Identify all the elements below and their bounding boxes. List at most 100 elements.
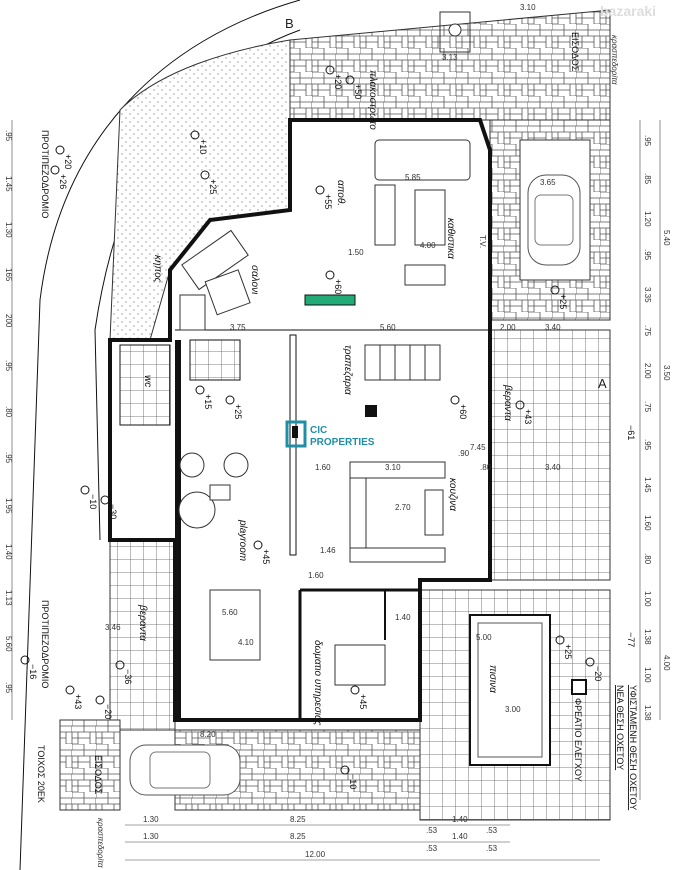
level-value: −10 [88, 494, 98, 509]
room-label-paving: πλακοστρωτο [367, 70, 378, 130]
dimension-label: 200 [4, 314, 13, 328]
dimension-label: 5.60 [222, 608, 238, 617]
pool [469, 614, 551, 766]
level-value: +43 [73, 694, 83, 709]
dimension-label: 3.46 [105, 623, 121, 632]
dimension-label: 1.60 [643, 515, 652, 531]
sofa-set-salon [179, 229, 251, 331]
level-marker-icon [555, 635, 565, 645]
level-marker-icon [450, 395, 460, 405]
sofa-set-living [374, 139, 471, 286]
level-marker-icon [55, 145, 65, 155]
room-label-pool: πισινα [487, 665, 498, 693]
dimension-label: 2.70 [395, 503, 411, 512]
level-marker-icon [50, 165, 60, 175]
car-icon [129, 744, 241, 796]
sidewalk-label-top: ΠΡΟΤΙΠΕΖΟΔΡΟΜΙΟ [40, 130, 50, 218]
dim-bottom-6: 1.30 [143, 832, 159, 841]
dimension-label: 1.20 [643, 211, 652, 227]
dimension-label: .95 [643, 135, 652, 147]
new-drain-label: ΝΕΑ ΘΕΣΗ ΟΧΕΤΟΥ [615, 685, 625, 770]
dimension-label: 3.50 [662, 365, 671, 381]
dimension-label: 3.00 [505, 705, 521, 714]
dimension-label: 1.00 [643, 591, 652, 607]
dimension-label: 3.75 [230, 323, 246, 332]
left-dimensions: .951.451.30165200.95.80.951.951.401.135.… [4, 120, 13, 720]
cic-properties-logo: CIC PROPERTIES [285, 420, 375, 448]
dimension-label: 3.10 [385, 463, 401, 472]
watermark: bazaraki [600, 3, 656, 19]
level-marker-icon [80, 485, 90, 495]
level-value: +45 [261, 549, 271, 564]
level-value: −20 [593, 666, 603, 681]
sidewalk-label-bottom: ΠΡΟΤΙΠΕΖΟΔΡΟΜΙΟ [40, 600, 50, 688]
dimension-label: 5.00 [476, 633, 492, 642]
dimension-label: .80 [643, 553, 652, 565]
room-label-dining: τραπεζαρια [342, 345, 353, 395]
dimension-label: 3.13 [442, 53, 458, 62]
level-value: +55 [323, 194, 333, 209]
car-icon [527, 174, 581, 266]
dimension-label: .85 [643, 173, 652, 185]
dim-bottom-9: 1.40 [452, 832, 468, 841]
level-value: +50 [353, 84, 363, 99]
curb-label-bottom: κρασπεδορiτα [96, 818, 105, 868]
room-label-veranda-west: βεραντα [137, 604, 148, 641]
dimension-label: 1.40 [4, 544, 13, 560]
dimension-label: 3.10 [520, 3, 536, 12]
dimension-label: 1.46 [320, 546, 336, 555]
level-value: +25 [233, 404, 243, 419]
wall-label: ΤΟΙΧΟΣ 20ΕΚ [36, 745, 46, 803]
level-value: −16 [28, 664, 38, 679]
site-boundary-curve [19, 0, 301, 870]
room-label-salon: σαλονι [249, 265, 260, 295]
dimension-label: 4.00 [420, 241, 436, 250]
dimension-label: .80 [4, 406, 13, 418]
level-value: −30 [108, 504, 118, 519]
dimension-label: 5.85 [405, 173, 421, 182]
level-marker-icon [345, 75, 355, 85]
inspection-chamber-icon [571, 679, 587, 695]
dimension-label: 7.45 [470, 443, 486, 452]
playroom-furniture [178, 452, 261, 661]
dimension-label: .90 [458, 449, 470, 458]
level-right-1: −61 [626, 425, 636, 440]
dimension-label: 1.60 [315, 463, 331, 472]
existing-drain-label: ΥΦΙΣΤΑΜΕΝΗ ΘΕΣΗ ΟΧΕΤΟΥ [628, 685, 638, 810]
dimension-label: 5.60 [4, 636, 13, 652]
room-label-garden: κηπος [152, 255, 163, 283]
dimension-label: 5.40 [662, 230, 671, 246]
level-marker-icon [315, 185, 325, 195]
level-value: +25 [558, 294, 568, 309]
bed [334, 644, 386, 686]
level-marker-icon [325, 65, 335, 75]
entrance-gate-icon [439, 11, 471, 53]
dimension-label: .95 [4, 360, 13, 372]
label-tv: T.V. [478, 235, 487, 248]
dimension-label: 1.00 [643, 667, 652, 683]
dimension-label: .95 [4, 682, 13, 694]
room-label-kitchen: κουζινα [447, 478, 458, 511]
level-value: +20 [333, 74, 343, 89]
room-label-living: καθιστικα [445, 218, 456, 259]
kitchen-counter [349, 461, 446, 563]
room-label-wc: wc [142, 375, 153, 387]
level-value: +26 [58, 174, 68, 189]
fireplace [304, 294, 356, 306]
section-marker-b: B [285, 16, 294, 31]
level-value: +10 [198, 139, 208, 154]
entrance-bottom-paving [59, 719, 121, 811]
level-value: −20 [103, 704, 113, 719]
dimension-label: 4.10 [238, 638, 254, 647]
level-marker-icon [550, 285, 560, 295]
dimension-label: 165 [4, 268, 13, 282]
level-marker-icon [65, 685, 75, 695]
level-marker-icon [95, 695, 105, 705]
dimension-label: .95 [4, 130, 13, 142]
room-label-maid-room: δωματιο υπηρεσιας [312, 640, 323, 726]
level-value: −10 [348, 774, 358, 789]
dimension-label: .75 [643, 325, 652, 337]
dim-bottom-total: 12.00 [305, 850, 326, 859]
level-value: +15 [203, 394, 213, 409]
